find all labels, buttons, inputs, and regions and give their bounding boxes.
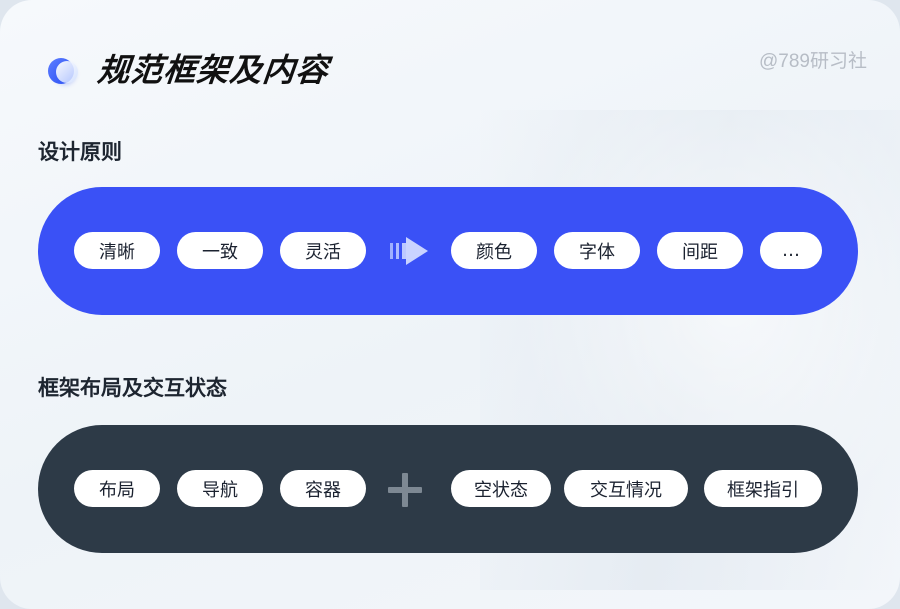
- tag-pill[interactable]: 清晰: [74, 232, 160, 269]
- tag-pill[interactable]: 一致: [177, 232, 263, 269]
- header: 规范框架及内容: [46, 44, 331, 92]
- arrow-right-icon: [390, 237, 428, 265]
- tag-pill[interactable]: 框架指引: [704, 470, 822, 507]
- tag-pill[interactable]: 空状态: [451, 470, 551, 507]
- tag-pill[interactable]: 颜色: [451, 232, 537, 269]
- tag-pill[interactable]: 字体: [554, 232, 640, 269]
- plus-icon: [388, 473, 422, 507]
- page-title: 规范框架及内容: [95, 51, 331, 89]
- tag-pill[interactable]: 导航: [177, 470, 263, 507]
- section-title-design-principles: 设计原则: [38, 140, 122, 164]
- tag-pill[interactable]: 布局: [74, 470, 160, 507]
- layout-interaction-band: 布局 导航 容器 空状态 交互情况 框架指引: [38, 425, 858, 553]
- design-principles-band: 清晰 一致 灵活 颜色 字体 间距 …: [38, 187, 858, 315]
- tag-pill[interactable]: 容器: [280, 470, 366, 507]
- watermark: @789研习社: [759, 51, 867, 72]
- tag-pill[interactable]: 灵活: [280, 232, 366, 269]
- logo-icon: [46, 51, 80, 85]
- more-pill[interactable]: …: [760, 232, 822, 269]
- section-title-layout-interaction: 框架布局及交互状态: [38, 376, 227, 400]
- tag-pill[interactable]: 交互情况: [564, 470, 688, 507]
- tag-pill[interactable]: 间距: [657, 232, 743, 269]
